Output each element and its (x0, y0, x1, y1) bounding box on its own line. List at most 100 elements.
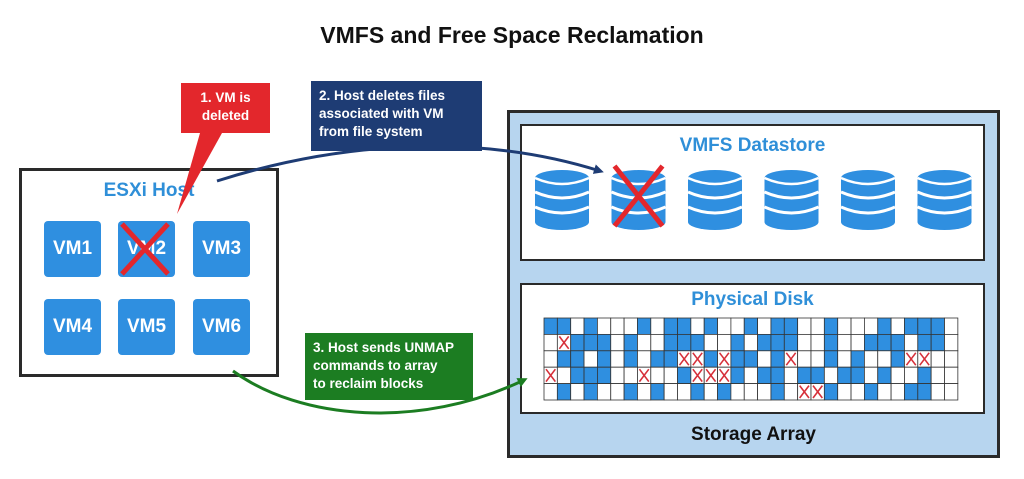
disk-block-free (944, 366, 959, 385)
disk-block-free (797, 350, 812, 368)
disk-block-free (690, 317, 705, 335)
database-icon (534, 170, 590, 230)
disk-block-used (543, 317, 558, 335)
step1-callout: 1. VM is deleted (181, 83, 270, 133)
disk-block-used (770, 366, 785, 385)
disk-block-free (850, 333, 865, 352)
physical-disk-title: Physical Disk (691, 289, 814, 310)
disk-block-free (610, 317, 625, 335)
disk-block-free (610, 366, 625, 385)
database-icon (840, 170, 896, 230)
disk-block-free (783, 366, 799, 385)
diagram-title: VMFS and Free Space Reclamation (320, 22, 704, 48)
disk-block-used (556, 350, 572, 368)
disk-block-free (864, 317, 879, 335)
vm-tile: VM3 (193, 221, 250, 277)
step2-line: from file system (319, 124, 423, 139)
disk-block-used (823, 317, 839, 335)
disk-block-used (690, 333, 705, 352)
disk-block-free (904, 333, 919, 352)
disk-block-free (757, 350, 772, 368)
callout-pointer (177, 133, 222, 214)
disk-block-used (597, 333, 612, 352)
disk-block-free (610, 383, 625, 401)
disk-block-used (690, 383, 705, 401)
disk-block-free (944, 383, 959, 401)
disk-block-free (823, 366, 839, 385)
disk-block-used (770, 383, 785, 401)
vm-deleted-cross-icon (120, 222, 170, 276)
disk-block-free (890, 366, 905, 385)
disk-block-free (543, 333, 558, 352)
disk-block-free (583, 350, 598, 368)
disk-block-free (837, 350, 852, 368)
disk-block-used (650, 383, 665, 401)
disk-block-free (637, 333, 652, 352)
disk-block-used (623, 383, 638, 401)
disk-block-free (930, 383, 945, 401)
disk-block-used (850, 366, 865, 385)
disk-block-used (677, 333, 692, 352)
disk-block-free (650, 366, 665, 385)
disk-block-free (663, 383, 678, 401)
disk-block-used (770, 333, 785, 352)
disk-block-free (743, 333, 759, 352)
disk-block-free (810, 317, 825, 335)
disk-block-used (877, 317, 892, 335)
disk-block-used (877, 366, 892, 385)
vmfs-datastore-panel: VMFS Datastore (520, 124, 985, 261)
disk-block-free (703, 333, 718, 352)
disk-block-used (797, 366, 812, 385)
disk-block-used (823, 383, 839, 401)
disk-block-used (743, 317, 759, 335)
disk-block-used (757, 333, 772, 352)
disk-block-used (904, 383, 919, 401)
disk-block-free (663, 366, 678, 385)
step3-line: to reclaim blocks (313, 376, 424, 391)
esxi-host-title: ESXi Host (103, 180, 195, 201)
database-icon (763, 170, 820, 230)
disk-block-free (597, 383, 612, 401)
database-icon-deleted (610, 164, 667, 230)
disk-block-free (837, 317, 852, 335)
step3-line: 3. Host sends UNMAP (313, 340, 455, 355)
disk-block-free (864, 350, 879, 368)
disk-block-used (703, 350, 718, 368)
vm-tile: VM4 (44, 299, 101, 355)
disk-block-free (623, 366, 638, 385)
storage-array-label: Storage Array (691, 424, 816, 445)
disk-block-used (730, 333, 745, 352)
disk-block-free (797, 317, 812, 335)
disk-block-free (930, 350, 945, 368)
disk-block-free (730, 383, 745, 401)
disk-block-used (930, 333, 945, 352)
disk-block-free (743, 366, 759, 385)
step2-line: 2. Host deletes files (319, 88, 446, 103)
disk-block-used (597, 350, 612, 368)
disk-block-free (637, 350, 652, 368)
disk-block-used (770, 350, 785, 368)
disk-block-used (783, 333, 799, 352)
disk-block-used (703, 317, 718, 335)
disk-block-free (850, 317, 865, 335)
esxi-host-box: ESXi Host VM1 VM2 VM3 VM4 VM5 VM6 (19, 168, 279, 377)
vm-tile: VM1 (44, 221, 101, 277)
disk-block-used (583, 366, 598, 385)
disk-block-used (570, 366, 585, 385)
disk-block-free (650, 333, 665, 352)
disk-block-used (650, 350, 665, 368)
disk-block-used (717, 383, 732, 401)
disk-block-free (623, 317, 638, 335)
vm-tile: VM5 (118, 299, 175, 355)
disk-block-used (770, 317, 785, 335)
disk-block-free (877, 350, 892, 368)
disk-block-used (743, 350, 759, 368)
disk-block-used (930, 317, 945, 335)
disk-block-free (743, 383, 759, 401)
disk-block-used (556, 317, 572, 335)
disk-block-used (663, 317, 678, 335)
disk-block-used (890, 350, 905, 368)
disk-block-free (543, 350, 558, 368)
disk-block-used (570, 350, 585, 368)
disk-block-free (944, 333, 959, 352)
